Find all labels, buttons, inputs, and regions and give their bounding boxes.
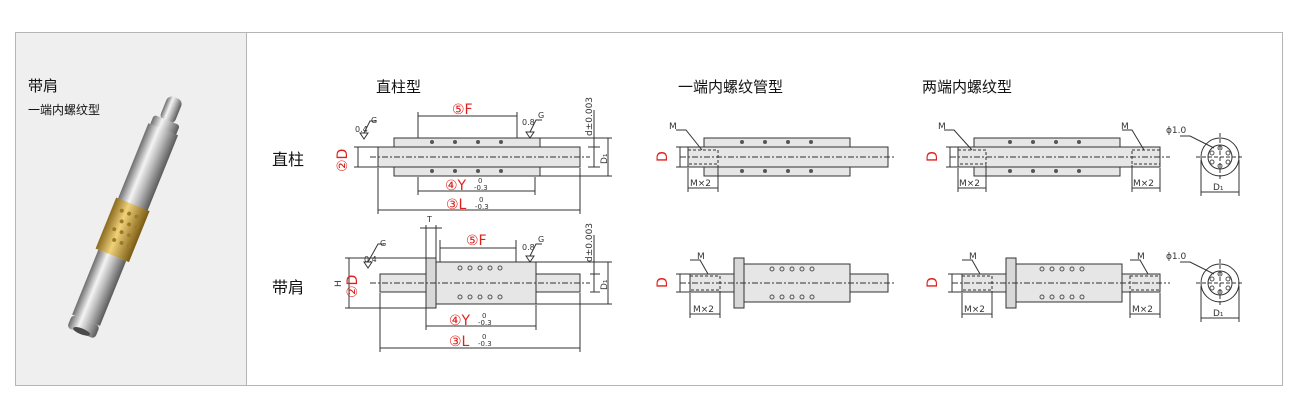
label-d-one-end-top: D: [655, 151, 671, 162]
drawing-straight-straight: [354, 110, 612, 214]
drawing-straight-shoulder: [345, 225, 612, 352]
product-photo: [68, 96, 182, 338]
label-h: H: [334, 280, 344, 287]
label-d-bottom: ②D: [345, 275, 361, 298]
tol-l-top-upper: 0: [479, 196, 483, 204]
label-d-both-top: D: [925, 151, 941, 162]
label-dtol-top: d±0.003: [585, 97, 595, 136]
row-label-straight: 直柱: [272, 150, 305, 169]
label-l-top: ③L: [446, 197, 467, 213]
drawing-one-end-shoulder: [676, 257, 896, 318]
spec-frame: 带肩 一端内螺纹型: [15, 32, 1283, 386]
label-d1-endview-top: D₁: [1213, 183, 1224, 193]
tol-y-top-upper: 0: [478, 177, 482, 185]
drawing-one-end-straight: [676, 129, 896, 192]
product-title: 带肩: [28, 77, 59, 95]
label-g-bottom-left: G: [380, 239, 386, 248]
label-m-both-bottom-left: M: [969, 252, 977, 262]
label-f-top: ⑤F: [452, 102, 473, 118]
product-subtitle: 一端内螺纹型: [28, 103, 101, 117]
label-r08-top: 0.8: [522, 118, 535, 127]
label-d-top: ②D: [335, 149, 351, 172]
tol-l-bottom-upper: 0: [482, 333, 486, 341]
tol-y-top-lower: -0.3: [474, 184, 488, 192]
label-m-both-top-right: M: [1121, 122, 1129, 132]
label-mx2-both-bottom-right: M×2: [1132, 305, 1153, 315]
label-t: T: [426, 215, 432, 224]
tol-l-top-lower: -0.3: [475, 203, 489, 211]
label-y-top: ④Y: [445, 178, 467, 194]
label-r04-bottom: 0.4: [364, 255, 377, 264]
label-f-bottom: ⑤F: [466, 233, 487, 249]
label-d-both-bottom: D: [925, 277, 941, 288]
label-phi-bottom: ϕ1.0: [1166, 252, 1187, 262]
tol-l-bottom-lower: -0.3: [478, 340, 492, 348]
drawing-both-ends-shoulder: [948, 257, 1244, 322]
heading-straight-type: 直柱型: [376, 78, 422, 96]
tol-y-bottom-lower: -0.3: [478, 319, 492, 327]
label-mx2-one-end-top: M×2: [690, 179, 711, 189]
label-dtol-bottom: d±0.003: [585, 223, 595, 262]
label-g-bottom-right: G: [538, 235, 544, 244]
label-g-top-left: G: [371, 116, 377, 125]
label-y-bottom: ④Y: [449, 313, 471, 329]
label-m-one-end-bottom: M: [697, 252, 705, 262]
label-d1-top: D₁: [600, 153, 610, 164]
label-r08-bottom: 0.8: [522, 243, 535, 252]
heading-both-ends-thread: 两端内螺纹型: [922, 78, 1013, 96]
product-panel: 带肩 一端内螺纹型: [16, 33, 247, 385]
label-m-one-end-top: M: [669, 122, 677, 132]
label-d1-endview-bottom: D₁: [1213, 309, 1224, 319]
label-g-top-right: G: [538, 111, 544, 120]
label-phi-top: ϕ1.0: [1166, 126, 1187, 136]
drawing-both-ends-straight: [944, 129, 1244, 196]
tol-y-bottom-upper: 0: [482, 312, 486, 320]
label-mx2-both-bottom-left: M×2: [964, 305, 985, 315]
row-label-shoulder: 带肩: [272, 278, 305, 297]
label-mx2-both-top-left: M×2: [959, 179, 980, 189]
label-mx2-one-end-bottom: M×2: [693, 305, 714, 315]
label-r04-top: 0.4: [355, 125, 368, 134]
label-l-bottom: ③L: [449, 334, 470, 350]
label-m-both-bottom-right: M: [1137, 252, 1145, 262]
label-m-both-top-left: M: [938, 122, 946, 132]
heading-one-end-thread: 一端内螺纹管型: [678, 78, 784, 96]
label-d-one-end-bottom: D: [655, 277, 671, 288]
label-mx2-both-top-right: M×2: [1133, 179, 1154, 189]
label-d1-bottom: D₁: [600, 279, 610, 290]
